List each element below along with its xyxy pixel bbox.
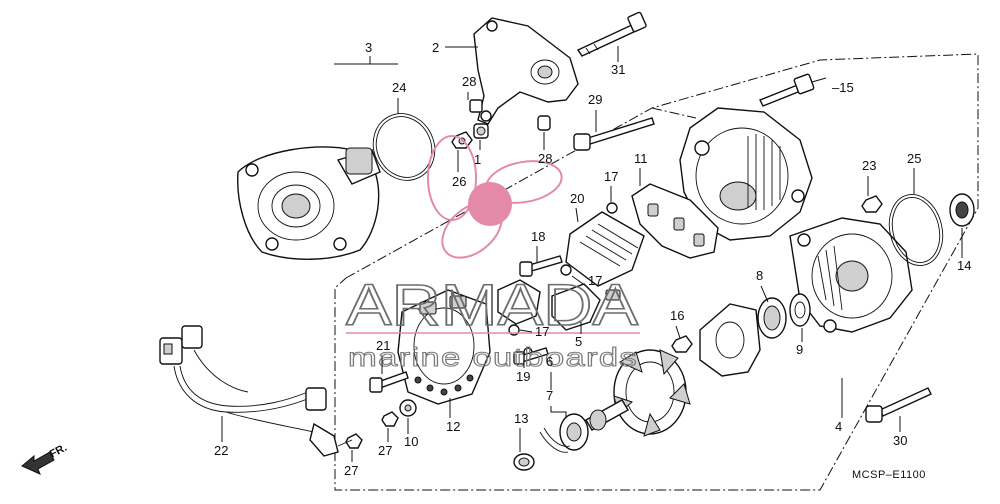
nut-23-drawing [861,195,883,213]
rectifier-drawing [397,289,491,405]
part-label-17: 17 [535,324,549,339]
bolt-31-drawing [576,11,647,57]
propeller-icon [427,135,563,259]
watermark-logo: ARMADA marine outboards [345,135,640,373]
part-label-18: 18 [531,229,545,244]
part-label-27: 27 [378,443,392,458]
part-label-9: 9 [796,342,803,357]
watermark-tagline: marine outboards [348,342,638,372]
o-ring-24-drawing [372,113,436,181]
bolt-29-drawing [573,117,655,151]
part-label-28: 28 [462,74,476,89]
bolt-15-drawing [759,73,827,107]
assembly-boundary [334,53,979,491]
diagram-code: MCSP–E1100 [852,469,926,481]
bearing-washer-drawing [757,293,811,339]
washer-16-drawing [671,335,693,353]
end-cover-drawing [789,217,913,333]
nuts-drawing [345,399,417,449]
part-label-30: 30 [893,433,907,448]
regulator-drawing [565,211,645,287]
arrow-left-icon [21,451,55,475]
leader-line-3 [334,56,398,65]
watermark-brand: ARMADA [346,273,638,338]
part-label-7: 7 [546,388,553,403]
bolt-21-drawing [369,371,409,393]
rear-housing-drawing [679,107,813,241]
part-label-14: 14 [957,258,971,273]
bearing-7-drawing [539,413,589,453]
leader-line-7 [550,406,567,418]
part-label-12: 12 [446,419,460,434]
part-label-4: 4 [835,419,842,434]
part-label-29: 29 [588,92,602,107]
part-label-2: 2 [432,40,439,55]
part-label-1: 1 [474,152,481,167]
brush-holder-drawing [631,183,719,259]
gasket-25-drawing [888,194,944,266]
wire-harness-drawing [159,325,353,457]
bracket-drawing [473,17,579,125]
part-label-24: 24 [392,80,406,95]
part-labels: 1234567891011121314–15161717171819202122… [214,40,971,478]
leader-line-16 [675,325,681,339]
part-label-13: 13 [514,411,528,426]
leader-line-8 [760,285,769,303]
leader-line-17 [519,329,533,333]
rotor-drawing [585,349,691,437]
part-label-11: 11 [634,151,648,166]
front-direction-marker: FR. [21,442,69,475]
part-label-23: 23 [862,158,876,173]
part-label-19: 19 [516,369,530,384]
part-label-17: 17 [588,273,602,288]
leader-line-20 [575,207,579,223]
leader-line-17 [571,275,587,287]
part-label-20: 20 [570,191,584,206]
part-label-8: 8 [756,268,763,283]
spacer-13-drawing [513,453,535,471]
bolt-30-drawing [865,387,932,423]
screw-18-drawing [519,255,563,277]
part-label-26: 26 [452,174,466,189]
part-label-27: 27 [344,463,358,478]
part-label-5: 5 [575,334,582,349]
part-label-31: 31 [611,62,625,77]
part-label-28: 28 [538,151,552,166]
oil-seal-14-drawing [949,193,975,227]
part-label-15: –15 [832,80,854,95]
part-label-17: 17 [604,169,618,184]
part-label-6: 6 [546,354,553,369]
screw-19-drawing [513,347,549,365]
part-label-3: 3 [365,40,372,55]
collars-drawing [451,99,551,149]
part-label-22: 22 [214,443,228,458]
stator-plate-drawing [699,303,761,377]
part-label-10: 10 [404,434,418,449]
part-label-25: 25 [907,151,921,166]
part-label-21: 21 [376,338,390,353]
part-label-16: 16 [670,308,684,323]
front-label: FR. [48,442,69,461]
front-housing-drawing [237,146,381,260]
